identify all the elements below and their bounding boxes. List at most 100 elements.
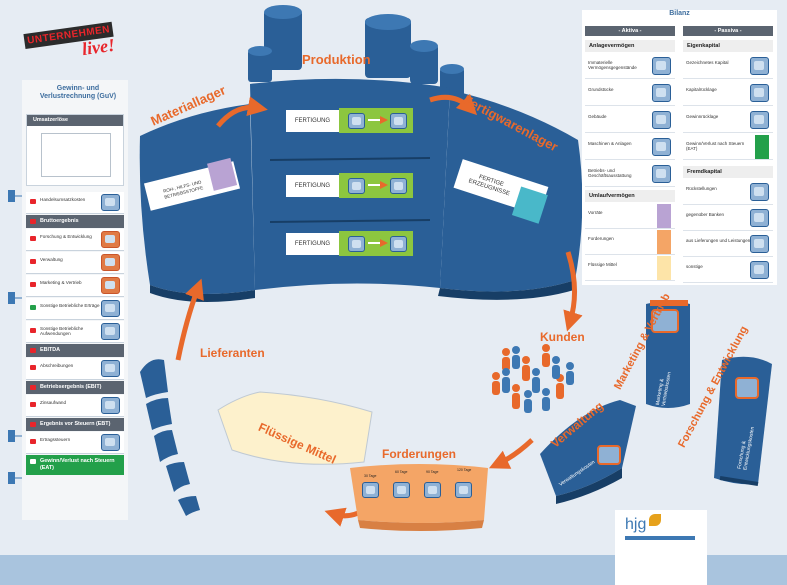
bilanz-value-box[interactable] [750, 183, 769, 201]
bilanz-value-box[interactable] [750, 84, 769, 102]
bilanz-value-box[interactable] [652, 57, 671, 75]
forderung-box[interactable] [455, 482, 472, 498]
bilanz-value-box[interactable] [652, 165, 671, 183]
guv-row-label: Gewinn/Verlust nach Steuern (EAT) [40, 458, 115, 471]
minus-marker-icon [30, 219, 36, 224]
guv-row: Verwaltung [26, 252, 124, 274]
bilanz-row-label: Kapitalrücklage [686, 87, 717, 92]
bilanz-row: aus Lieferungen und Leistungen [683, 232, 773, 257]
anlage-header: Anlagevermögen [585, 40, 675, 52]
bilanz-row-label: Gewinn/Verlust nach Steuern (EAT) [686, 141, 745, 152]
aktiva-header: - Aktiva - [585, 26, 675, 36]
guv-row: Ertragssteuern [26, 432, 124, 454]
arrow-fertig-kunden [563, 251, 583, 332]
bilanz-row: Vorräte [585, 204, 675, 229]
guv-value-box[interactable] [101, 323, 120, 340]
fertigung-box-2a [348, 178, 365, 194]
bilanz-value-box[interactable] [750, 261, 769, 279]
fertigung-label-1: FERTIGUNG [289, 114, 336, 129]
bilanz-value-box[interactable] [750, 209, 769, 227]
bilanz-value-box[interactable] [652, 111, 671, 129]
forderung-box[interactable] [362, 482, 379, 498]
bilanz-row: Immaterielle Vermögensgegenstände [585, 54, 675, 79]
bilanz-value-box[interactable] [652, 84, 671, 102]
bilanz-value-box[interactable] [750, 111, 769, 129]
guv-row-label: Forschung & Entwicklung [40, 234, 92, 239]
forderung-box[interactable] [393, 482, 410, 498]
guv-row-label: Abschreibungen [40, 363, 74, 368]
guv-row-label: EBITDA [40, 347, 61, 353]
forderung-tag: 90 Tage [426, 470, 439, 474]
kunden-crowd [492, 344, 574, 413]
guv-row: Forschung & Entwicklung [26, 229, 124, 251]
fremd-header: Fremdkapital [683, 166, 773, 178]
bilanz-row: Gezeichnetes Kapital [683, 54, 773, 79]
guv-panel: Gewinn- und Verlustrechnung (GuV) Umsatz… [22, 80, 128, 520]
sign-marker-icon [30, 199, 36, 204]
bilanz-panel: Bilanz - Aktiva - - Passiva - Anlageverm… [582, 10, 777, 285]
fertigung-box-3b [390, 236, 407, 252]
umsatz-box [41, 133, 111, 177]
minus-marker-icon [30, 385, 36, 390]
guv-value-box[interactable] [101, 254, 120, 271]
sign-marker-icon [30, 328, 36, 333]
guv-row-label: Umsatzerlöse [27, 115, 123, 126]
forderung-tag: 60 Tage [395, 470, 408, 474]
sign-marker-icon [30, 402, 36, 407]
bilanz-row-label: Gezeichnetes Kapital [686, 60, 729, 65]
minus-marker-icon [30, 422, 36, 427]
bilanz-row-label: gegenüber Banken [686, 212, 725, 217]
guv-row: Zinsaufwand [26, 395, 124, 417]
bilanz-row: Betriebs- und Geschäftsausstattung [585, 162, 675, 187]
fertigung-label-3: FERTIGUNG [289, 237, 336, 252]
sign-marker-icon [30, 439, 36, 444]
bilanz-row-label: Rückstellungen [686, 186, 717, 191]
guv-row-label: Ergebnis vor Steuern (EBT) [40, 421, 111, 427]
arrow-material-produktion [216, 96, 268, 128]
sign-marker-icon [30, 282, 36, 287]
guv-row-label: Sonstige Betriebliche Aufwendungen [40, 326, 84, 337]
eigen-header: Eigenkapital [683, 40, 773, 52]
guv-value-box[interactable] [101, 300, 120, 317]
guv-row-label: Handelsumsatzkosten [40, 197, 86, 202]
guv-value-box[interactable] [101, 231, 120, 248]
hjg-leaf-icon [649, 514, 661, 526]
bilanz-color-bar [657, 204, 671, 228]
bilanz-row: Flüssige Mittel [585, 256, 675, 281]
bilanz-row-label: Gewinnrücklage [686, 114, 719, 119]
guv-connectors [14, 195, 22, 479]
fluessige-mittel-block [217, 391, 373, 465]
label-forderungen: Forderungen [382, 447, 456, 461]
bilanz-row-label: Betriebs- und Geschäftsausstattung [588, 168, 632, 179]
guv-row: Handelsumsatzkosten [26, 192, 124, 214]
forderung-box[interactable] [424, 482, 441, 498]
guv-umsatz-section: Umsatzerlöse [26, 114, 124, 186]
bilanz-row: gegenüber Banken [683, 206, 773, 231]
guv-subtotal-row: Bruttoergebnis [26, 215, 124, 228]
bilanz-value-box[interactable] [750, 57, 769, 75]
label-produktion: Produktion [302, 52, 371, 67]
guv-row-label: Zinsaufwand [40, 400, 67, 405]
bilanz-row: Gebäude [585, 108, 675, 133]
sign-marker-icon [30, 236, 36, 241]
fertigung-label-2: FERTIGUNG [289, 179, 336, 194]
guv-value-box[interactable] [101, 434, 120, 451]
guv-subtotal-row: EBITDA [26, 344, 124, 357]
guv-subtotal-row: Ergebnis vor Steuern (EBT) [26, 418, 124, 431]
guv-value-box[interactable] [101, 360, 120, 377]
guv-value-box[interactable] [101, 194, 120, 211]
arrow-produktion-fertig [429, 93, 478, 116]
guv-title: Gewinn- und Verlustrechnung (GuV) [39, 85, 117, 100]
fertigung-box-1b [390, 113, 407, 129]
bilanz-value-box[interactable] [652, 138, 671, 156]
guv-subtotal-row: Betriebsergebnis (EBIT) [26, 381, 124, 394]
guv-value-box[interactable] [101, 397, 120, 414]
guv-row-label: Marketing & Vertrieb [40, 280, 82, 285]
bilanz-row: Maschinen & Anlagen [585, 135, 675, 160]
guv-value-box[interactable] [101, 277, 120, 294]
label-lieferanten: Lieferanten [200, 346, 265, 360]
sign-marker-icon [30, 365, 36, 370]
bilanz-row-label: Flüssige Mittel [588, 262, 617, 267]
bilanz-value-box[interactable] [750, 235, 769, 253]
